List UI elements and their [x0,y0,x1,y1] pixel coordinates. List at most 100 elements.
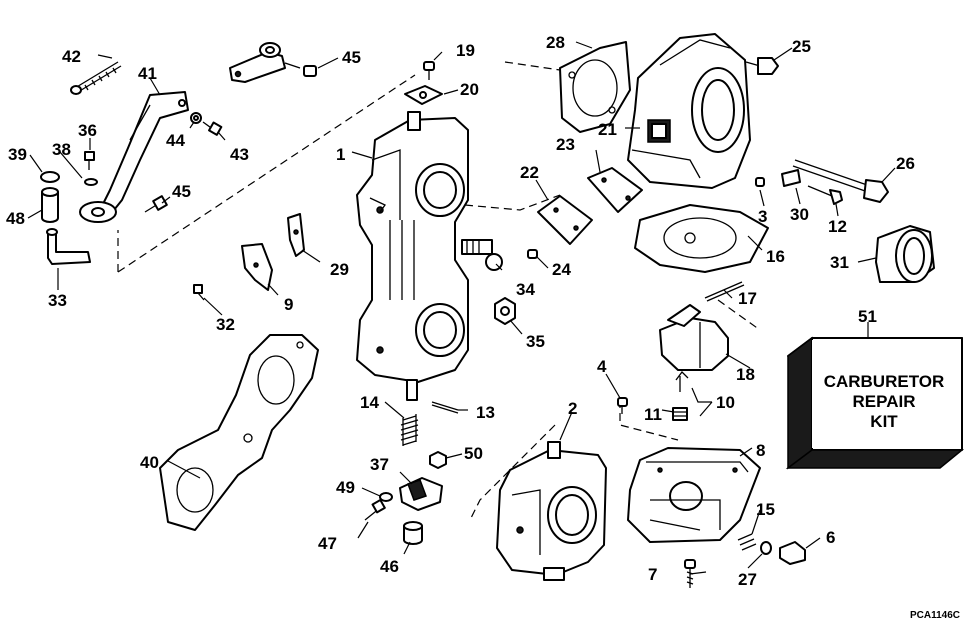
part-37-cam [399,477,443,511]
part-39-ring [40,171,60,183]
part-13-pin [431,401,459,414]
callout-34: 34 [516,280,535,299]
callout-21: 21 [598,120,617,139]
part-46-bushing [403,521,423,545]
callout-1: 1 [336,145,345,164]
part-6-plug [779,541,806,565]
part-9-bracket [241,243,273,291]
part-19-screw [423,61,435,80]
part-12-screw [807,185,843,205]
callout-40: 40 [140,453,159,472]
callout-31: 31 [830,253,849,272]
callout-19: 19 [456,41,475,60]
part-8-float-bowl [627,447,761,543]
assembly-dash-lines [117,61,761,521]
callout-2: 2 [568,399,577,418]
part-44-washer [190,112,202,124]
callout-18: 18 [736,365,755,384]
callout-numbers: 42 41 36 38 39 48 33 45 44 43 45 19 20 1… [6,33,915,589]
callout-28: 28 [546,33,565,52]
callout-22: 22 [520,163,539,182]
callout-4: 4 [597,357,607,376]
callout-33: 33 [48,291,67,310]
callout-23: 23 [556,135,575,154]
callout-50: 50 [464,444,483,463]
part-33-lever [46,228,91,265]
callout-39: 39 [8,145,27,164]
callout-48: 48 [6,209,25,228]
part-31-adapter [875,225,935,283]
part-24-screw [527,249,538,259]
callout-24: 24 [552,260,571,279]
callout-36: 36 [78,121,97,140]
callout-43: 43 [230,145,249,164]
part-27-gasket [760,541,772,555]
part-17-float-pin [704,281,745,302]
callout-9: 9 [284,295,293,314]
callout-10: 10 [716,393,735,412]
part-42-screw [70,61,122,95]
part-36-screw [84,151,95,170]
callout-49: 49 [336,478,355,497]
part-47-screw [364,499,386,521]
callout-20: 20 [460,80,479,99]
part-38-washer [84,178,98,186]
callout-12: 12 [828,217,847,236]
callout-35: 35 [526,332,545,351]
callout-27: 27 [738,570,757,589]
callout-6: 6 [826,528,835,547]
callout-15: 15 [756,500,775,519]
callout-7: 7 [648,565,657,584]
callout-29: 29 [330,260,349,279]
callout-30: 30 [790,205,809,224]
part-18-float [659,304,729,371]
part-14-spring [400,414,419,446]
part-2-carburetor-body [496,441,607,581]
callout-44: 44 [166,131,185,150]
callout-32: 32 [216,315,235,334]
part-49-washer [379,492,393,502]
callout-14: 14 [360,393,379,412]
callout-17: 17 [738,289,757,308]
part-40-gasket [159,334,319,531]
callout-41: 41 [138,64,157,83]
callout-11: 11 [644,405,662,424]
part-28-gasket [559,41,631,133]
part-50-nut [429,451,447,469]
part-29-bracket [287,213,305,257]
callout-8: 8 [756,441,765,460]
part-3-screw [755,177,765,187]
callout-37: 37 [370,455,389,474]
part-22-plate [537,195,593,245]
part-25-screw [745,57,779,75]
part-45-bracket [229,42,317,83]
part-26-bolt [792,159,889,203]
callout-45-left: 45 [172,182,191,201]
part-35-nut [494,297,516,325]
kit-line-2: REPAIR [853,392,916,411]
callout-47: 47 [318,534,337,553]
figure-code: PCA1146C [910,610,960,621]
callout-38: 38 [52,140,71,159]
part-4-screw [617,397,628,414]
part-41-link-arm [79,91,189,223]
callout-45-top: 45 [342,48,361,67]
part-30-spacer [781,169,801,187]
part-45-screw-left [144,195,168,213]
callout-13: 13 [476,403,495,422]
part-10-needle [675,371,689,392]
callout-25: 25 [792,37,811,56]
part-11-seat [672,407,688,421]
part-34-screw [461,239,503,271]
kit-line-3: KIT [870,412,898,431]
callout-51: 51 [858,307,877,326]
part-15-spring [737,533,757,551]
callout-42: 42 [62,47,81,66]
part-21-air-silencer [627,33,751,189]
part-16-gasket [634,204,769,273]
part-20-plate [404,85,443,105]
callout-46: 46 [380,557,399,576]
part-7-screw [684,559,696,588]
part-51-repair-kit-box: CARBURETOR REPAIR KIT [785,336,965,470]
